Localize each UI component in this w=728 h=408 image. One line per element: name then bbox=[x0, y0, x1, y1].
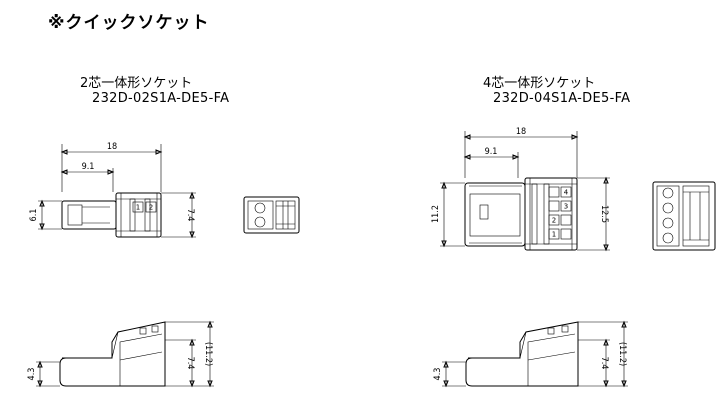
left-dim-length: 18 bbox=[107, 142, 117, 152]
right-dim-side-thickness: 4.3 bbox=[433, 368, 443, 381]
right-pin-3: 3 bbox=[564, 203, 568, 211]
right-dim-length: 18 bbox=[516, 127, 526, 137]
left-dim-side-total: (11.2) bbox=[203, 342, 213, 366]
right-dim-height: 12.5 bbox=[599, 205, 609, 223]
right-dim-offset: 9.1 bbox=[485, 147, 498, 157]
left-dim-width: 6.1 bbox=[29, 209, 39, 222]
left-dim-offset: 9.1 bbox=[82, 162, 95, 172]
left-part-name: 2芯一体形ソケット bbox=[80, 76, 193, 91]
right-pin-4: 4 bbox=[564, 189, 569, 197]
left-part-number: 232D-02S1A-DE5-FA bbox=[92, 91, 230, 106]
left-dim-height: 7.4 bbox=[185, 209, 195, 222]
right-dim-side-height: 7.4 bbox=[599, 357, 609, 370]
right-pin-2: 2 bbox=[552, 217, 556, 225]
right-dim-side-total: (11.2) bbox=[617, 342, 627, 366]
right-part-name: 4芯一体形ソケット bbox=[483, 76, 596, 91]
right-end-view bbox=[652, 181, 716, 251]
left-side-view: 4.3 7.4 (11.2) bbox=[27, 320, 214, 388]
right-pin-1: 1 bbox=[552, 231, 556, 239]
right-side-view: 4.3 7.4 (11.2) bbox=[433, 320, 628, 388]
left-end-view bbox=[243, 196, 300, 234]
left-dim-side-height: 7.4 bbox=[185, 357, 195, 370]
left-pin-2: 2 bbox=[149, 204, 153, 212]
left-dim-side-thickness: 4.3 bbox=[27, 368, 37, 381]
page-title: ※クイックソケット bbox=[48, 13, 210, 33]
left-top-view: 18 9.1 1 2 6.1 7.4 bbox=[29, 142, 196, 239]
right-top-view: 18 9.1 1 2 3 4 11.2 bbox=[431, 127, 610, 252]
right-part-number: 232D-04S1A-DE5-FA bbox=[493, 91, 631, 106]
right-dim-width: 11.2 bbox=[431, 205, 441, 223]
left-pin-1: 1 bbox=[136, 204, 140, 212]
